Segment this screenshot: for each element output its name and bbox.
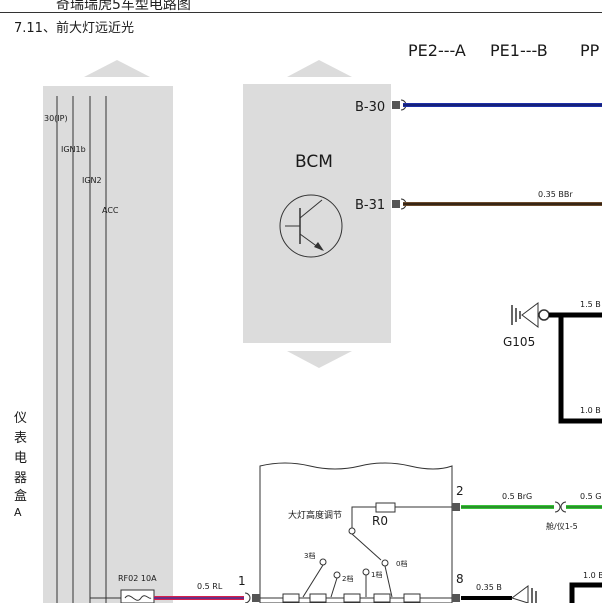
connector-pe2-label: PE2---A <box>408 41 466 60</box>
ground-g105-icon <box>521 302 539 328</box>
switch-pivot <box>348 527 356 535</box>
transistor-collector <box>299 199 323 219</box>
pin1-socket <box>244 592 251 603</box>
fuse-line-label-acc: ACC <box>102 206 119 215</box>
switch-pin-2-label: 2 <box>456 484 464 498</box>
switch-pin-1-terminal <box>252 594 260 602</box>
bcm-arrow-up <box>287 60 352 77</box>
ladder-resistor-4 <box>373 593 391 603</box>
wire-pin2-right-label: 0.5 G <box>580 492 601 501</box>
connector-pe1-label: PE1---B <box>490 41 548 60</box>
transistor-arrow-icon <box>314 242 324 251</box>
fuse-line-label-ign1b: IGN1b <box>61 145 86 154</box>
switch-pos3-label: 3档 <box>304 551 315 560</box>
switch-wiper-icon <box>351 533 382 561</box>
switch-module-body <box>259 462 453 603</box>
document-title: 奇瑞瑞虎5车型电路图 <box>56 0 191 12</box>
switch-resistor-wiring <box>351 506 452 528</box>
switch-contact-2 <box>333 571 341 579</box>
bcm-label: BCM <box>295 152 333 172</box>
switch-pin-1-label: 1 <box>238 574 246 588</box>
document-header: 奇瑞瑞虎5车型电路图 <box>0 0 602 12</box>
fuse-box-label-char-4: 器 <box>14 471 27 486</box>
switch-contact-0-lead <box>384 565 393 598</box>
ladder-resistor-1 <box>282 593 300 603</box>
wire-g105-top-label: 1.5 B <box>580 300 601 309</box>
fuse-box-label-char-5: 盒 <box>14 488 27 504</box>
connector-pp-label: PP <box>580 41 600 60</box>
fuse-line-label-ign2: IGN2 <box>82 176 102 185</box>
switch-title: 大灯高度调节 <box>288 509 342 521</box>
bcm-panel <box>243 84 391 343</box>
fuse-box-panel <box>43 86 173 603</box>
ladder-resistor-3 <box>343 593 361 603</box>
switch-pin-8-label: 8 <box>456 572 464 586</box>
switch-contact-3-lead <box>302 564 324 598</box>
wire-right-bottom-label: 1.0 B <box>583 571 602 580</box>
bcm-pin-b30-label: B-30 <box>355 100 385 115</box>
header-divider <box>0 12 602 13</box>
ground-g105-terminal <box>538 309 550 321</box>
switch-resistor-label: R0 <box>372 514 388 528</box>
switch-pos1-label: 1档 <box>371 570 382 579</box>
wire-pin8-label: 0.35 B <box>476 583 502 592</box>
pin8-ground-icon <box>510 585 529 603</box>
wire-right-bottom-black <box>569 582 602 603</box>
wire-g105-bottom-label: 1.0 B <box>580 406 601 415</box>
wire-b31-label: 0.35 BBr <box>538 190 573 199</box>
ladder-resistor-2 <box>309 593 327 603</box>
fuse-line-label-30ip: 30(IP) <box>44 114 68 123</box>
fuse-box-label-char-6: A <box>14 506 22 519</box>
fuse-box-label-char-1: 仪 <box>14 411 27 426</box>
ground-g105-label: G105 <box>503 335 535 349</box>
switch-pos2-label: 2档 <box>342 574 353 583</box>
switch-resistor-r0 <box>375 502 396 513</box>
transistor-icon <box>279 194 343 258</box>
fuse-rf02-label: RF02 10A <box>118 574 157 583</box>
switch-pin-8-terminal <box>452 594 460 602</box>
fuse-box-label-char-2: 表 <box>14 431 27 446</box>
switch-pin-2-terminal <box>452 503 460 511</box>
pin2-connector-socket <box>554 501 561 513</box>
fuse-box-arrow-up <box>84 60 150 77</box>
connector-ref-label: 舱/仪1-5 <box>546 521 578 531</box>
wire-pin2-label: 0.5 BrG <box>502 492 532 501</box>
wire-g105-black <box>549 312 602 424</box>
ladder-resistor-5 <box>403 593 421 603</box>
bcm-arrow-down <box>287 351 352 368</box>
bcm-pin-b31-label: B-31 <box>355 198 385 213</box>
switch-contact-0 <box>381 559 389 567</box>
fuse-rf02-symbol <box>124 595 152 601</box>
bcm-pin-b30-terminal <box>392 101 400 109</box>
switch-pos0-label: 0档 <box>396 559 407 568</box>
switch-contact-1 <box>362 568 370 576</box>
pin2-connector-plug <box>560 501 567 513</box>
wire-pin1-label: 0.5 RL <box>197 582 223 591</box>
fuse-box-label-char-3: 电 <box>14 451 27 466</box>
bcm-pin-b31-terminal <box>392 200 400 208</box>
page-title: 7.11、前大灯远近光 <box>14 21 134 36</box>
switch-contact-3 <box>319 558 327 566</box>
switch-contact-2-lead <box>330 577 338 598</box>
